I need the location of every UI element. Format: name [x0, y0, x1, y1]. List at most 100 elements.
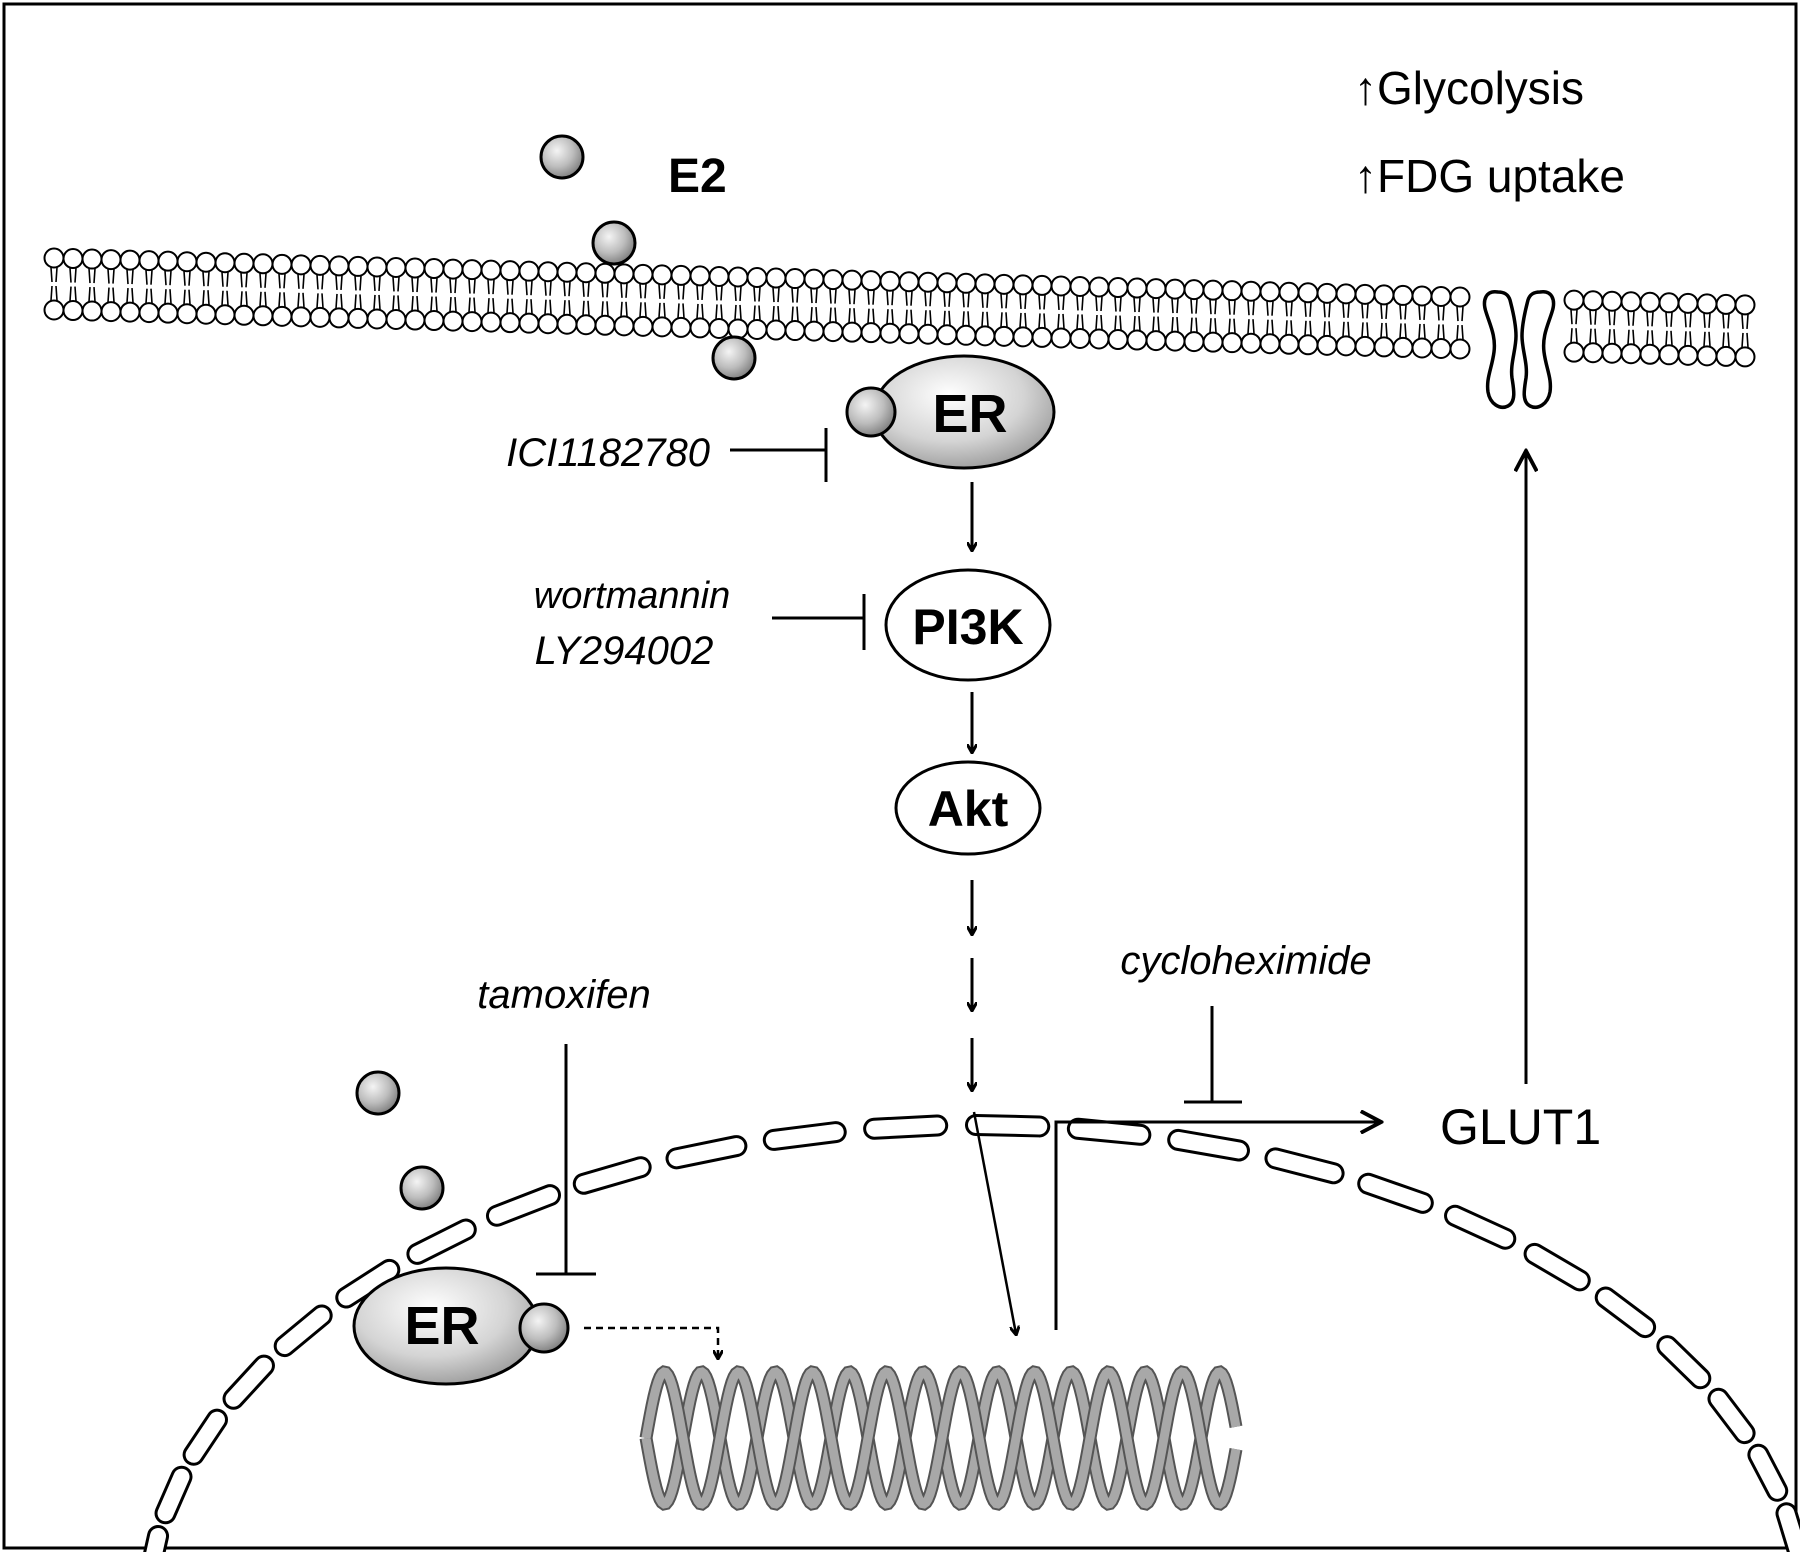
lipid-head-icon: [727, 318, 749, 340]
lipid-head-icon: [1316, 282, 1338, 304]
lipid-head-icon: [1335, 283, 1357, 305]
e2-label: E2: [668, 150, 727, 203]
lipid-head-icon: [632, 263, 654, 285]
akt-to-dna-arrow: [972, 1111, 1016, 1334]
lipid-head-icon: [1202, 279, 1224, 301]
lipid-head-icon: [632, 315, 654, 337]
lipid-head-icon: [404, 309, 426, 331]
lipid-head-icon: [100, 301, 122, 323]
e2-ligand-group: [355, 134, 757, 1211]
lipid-head-icon: [689, 317, 711, 339]
er-nuclear-receptor: ER: [352, 1266, 570, 1386]
lipid-head-icon: [746, 319, 768, 341]
lipid-head-icon: [480, 259, 502, 281]
lipid-head-icon: [1601, 342, 1623, 364]
glut1-label: GLUT1: [1440, 1099, 1601, 1155]
dna-strand: [641, 1367, 1241, 1509]
nuclear-pore-segment: [668, 1138, 745, 1167]
nuclear-pore-segment: [1659, 1338, 1709, 1387]
lipid-head-icon: [1430, 285, 1452, 307]
lipid-head-icon: [879, 270, 901, 292]
akt-label: Akt: [928, 781, 1009, 837]
lipid-head-icon: [157, 250, 179, 272]
lipid-head-icon: [1031, 326, 1053, 348]
lipid-head-icon: [1620, 291, 1642, 313]
lipid-head-icon: [499, 260, 521, 282]
lipid-head-icon: [290, 254, 312, 276]
nuclear-pore-segment: [409, 1221, 474, 1262]
lipid-head-icon: [1107, 277, 1129, 299]
lipid-head-icon: [233, 304, 255, 326]
lipid-head-icon: [556, 261, 578, 283]
nuclear-pore-segment: [1267, 1150, 1342, 1182]
lipid-head-icon: [1449, 338, 1471, 360]
nuclear-pore-segment: [1526, 1245, 1588, 1289]
lipid-head-icon: [252, 305, 274, 327]
nuclear-pore-segment: [1750, 1446, 1786, 1499]
lipid-head-icon: [1734, 346, 1756, 368]
lipid-head-icon: [1240, 280, 1262, 302]
lipid-head-icon: [1183, 331, 1205, 353]
lipid-head-icon: [119, 249, 141, 271]
lipid-head-icon: [347, 307, 369, 329]
lipid-head-icon: [43, 247, 65, 269]
lipid-head-icon: [404, 257, 426, 279]
e2-bound-ligand-icon: [518, 1302, 570, 1354]
lipid-head-icon: [537, 313, 559, 335]
lipid-tails: [50, 267, 1749, 348]
cycloheximide-inhibition-bar: [1184, 1006, 1242, 1104]
lipid-head-icon: [746, 267, 768, 289]
lipid-head-icon: [81, 248, 103, 270]
lipid-head-icon: [347, 255, 369, 277]
lipid-head-icon: [423, 258, 445, 280]
lipid-head-icon: [366, 308, 388, 330]
lipid-head-icon: [1297, 334, 1319, 356]
lipid-head-icon: [62, 300, 84, 322]
lipid-head-icon: [1601, 290, 1623, 312]
lipid-head-icon: [195, 303, 217, 325]
nuclear-pore-segment: [1360, 1175, 1431, 1211]
fdg-uptake-label: ↑FDG uptake: [1354, 150, 1625, 202]
lipid-head-icon: [1240, 332, 1262, 354]
lipid-head-icon: [1373, 284, 1395, 306]
lipid-head-icon: [1563, 341, 1585, 363]
er-membrane-receptor: ER: [845, 354, 1056, 470]
lipid-head-icon: [670, 264, 692, 286]
lipid-head-icon: [822, 269, 844, 291]
lipid-head-icon: [1620, 343, 1642, 365]
cycloheximide-label: cycloheximide: [1120, 939, 1371, 983]
lipid-head-icon: [1259, 333, 1281, 355]
lipid-head-icon: [936, 324, 958, 346]
lipid-head-icon: [784, 268, 806, 290]
lipid-head-icon: [518, 260, 540, 282]
lipid-head-icon: [252, 253, 274, 275]
lipid-head-icon: [1696, 293, 1718, 315]
lipid-head-icon: [1031, 274, 1053, 296]
nuclear-pore-segment: [866, 1117, 946, 1137]
lipid-head-icon: [1278, 281, 1300, 303]
lipid-head-icon: [651, 316, 673, 338]
lipid-head-icon: [1563, 289, 1585, 311]
lipid-head-icon: [1335, 335, 1357, 357]
lipid-head-icon: [879, 322, 901, 344]
lipid-head-icon: [1715, 345, 1737, 367]
lipid-head-icon: [195, 251, 217, 273]
lipid-head-icon: [803, 320, 825, 342]
nuclear-pore-segment: [1778, 1505, 1800, 1557]
lipid-head-icon: [1221, 280, 1243, 302]
lipid-head-icon: [271, 305, 293, 327]
ly294002-label: LY294002: [535, 629, 714, 673]
lipid-head-icon: [214, 252, 236, 274]
wortmannin-label: wortmannin: [534, 575, 730, 617]
nuclear-pore-segment: [765, 1124, 844, 1148]
lipid-head-icon: [708, 317, 730, 339]
lipid-head-icon: [1734, 294, 1756, 316]
lipid-head-icon: [708, 265, 730, 287]
lipid-head-icon: [974, 273, 996, 295]
lipid-head-icon: [271, 253, 293, 275]
lipid-head-icon: [1316, 334, 1338, 356]
nuclear-pore-segment: [1710, 1390, 1753, 1442]
lipid-head-icon: [594, 314, 616, 336]
er-membrane-label: ER: [932, 384, 1007, 444]
